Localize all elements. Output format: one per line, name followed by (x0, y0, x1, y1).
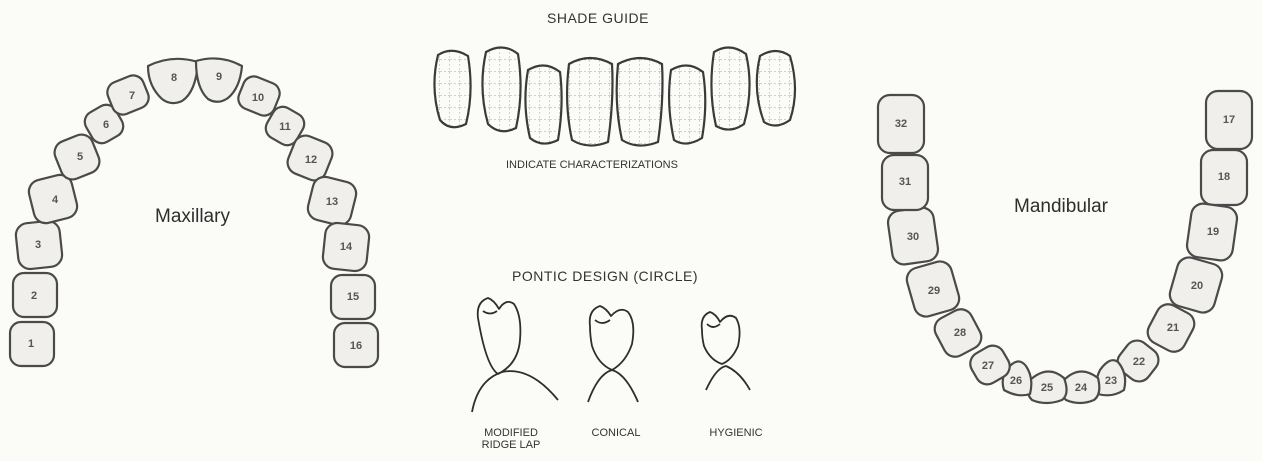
svg-text:30: 30 (907, 231, 919, 243)
mandibular-label: Mandibular (1014, 196, 1108, 218)
svg-text:3: 3 (35, 239, 41, 251)
pontic-design-title: PONTIC DESIGN (CIRCLE) (512, 268, 698, 284)
shade-guide-teeth[interactable] (434, 47, 795, 145)
svg-text:31: 31 (899, 176, 911, 188)
pontic-hygienic[interactable] (702, 312, 750, 390)
tooth-14[interactable]: 14 (322, 222, 371, 272)
svg-text:24: 24 (1075, 382, 1088, 394)
svg-text:23: 23 (1105, 375, 1117, 387)
tooth-32[interactable]: 32 (878, 95, 924, 153)
svg-text:32: 32 (895, 118, 907, 130)
pontic-option-conical-label[interactable]: CONICAL (586, 427, 646, 439)
tooth-16[interactable]: 16 (334, 323, 378, 367)
tooth-1[interactable]: 1 (10, 322, 54, 366)
svg-text:15: 15 (347, 291, 359, 303)
svg-text:13: 13 (326, 196, 338, 208)
svg-text:4: 4 (52, 194, 59, 206)
tooth-3[interactable]: 3 (15, 220, 64, 270)
svg-text:7: 7 (129, 90, 135, 102)
shade-guide-title: SHADE GUIDE (547, 10, 649, 26)
shade-guide-caption: INDICATE CHARACTERIZATIONS (506, 159, 678, 171)
svg-text:9: 9 (216, 71, 222, 83)
svg-text:10: 10 (252, 92, 264, 104)
svg-text:26: 26 (1010, 375, 1022, 387)
svg-text:17: 17 (1223, 114, 1235, 126)
tooth-31[interactable]: 31 (882, 155, 928, 210)
svg-text:18: 18 (1218, 171, 1230, 183)
tooth-29[interactable]: 29 (904, 259, 962, 320)
svg-text:27: 27 (982, 360, 994, 372)
svg-text:2: 2 (31, 290, 37, 302)
maxillary-label: Maxillary (155, 206, 230, 228)
svg-text:28: 28 (954, 327, 966, 339)
svg-text:11: 11 (279, 121, 291, 133)
mandibular-arch: 17 18 19 20 21 22 23 24 (878, 91, 1252, 403)
svg-text:14: 14 (340, 241, 353, 253)
svg-text:5: 5 (77, 151, 83, 163)
svg-text:29: 29 (928, 285, 940, 297)
tooth-30[interactable]: 30 (886, 206, 939, 266)
svg-text:20: 20 (1191, 280, 1203, 292)
tooth-19[interactable]: 19 (1185, 202, 1238, 262)
svg-text:22: 22 (1133, 356, 1145, 368)
tooth-23[interactable]: 23 (1096, 360, 1125, 395)
tooth-8[interactable]: 8 (148, 59, 198, 103)
tooth-2[interactable]: 2 (13, 273, 57, 317)
svg-text:19: 19 (1207, 226, 1219, 238)
tooth-9[interactable]: 9 (196, 58, 242, 101)
svg-text:1: 1 (28, 338, 34, 350)
tooth-25[interactable]: 25 (1027, 371, 1066, 403)
pontic-option-hygienic-label[interactable]: HYGIENIC (703, 427, 769, 439)
pontic-modified-ridge-lap[interactable] (472, 298, 558, 412)
tooth-18[interactable]: 18 (1201, 150, 1247, 205)
svg-text:16: 16 (350, 340, 362, 352)
pontic-conical[interactable] (588, 306, 638, 402)
tooth-17[interactable]: 17 (1206, 91, 1252, 149)
tooth-15[interactable]: 15 (331, 275, 375, 319)
svg-text:12: 12 (305, 154, 317, 166)
svg-text:6: 6 (103, 119, 109, 131)
svg-text:25: 25 (1041, 382, 1053, 394)
pontic-option-modified-ridge-lap-label[interactable]: MODIFIED RIDGE LAP (478, 427, 544, 451)
tooth-13[interactable]: 13 (305, 174, 358, 227)
svg-text:21: 21 (1167, 322, 1179, 334)
svg-text:8: 8 (171, 72, 177, 84)
